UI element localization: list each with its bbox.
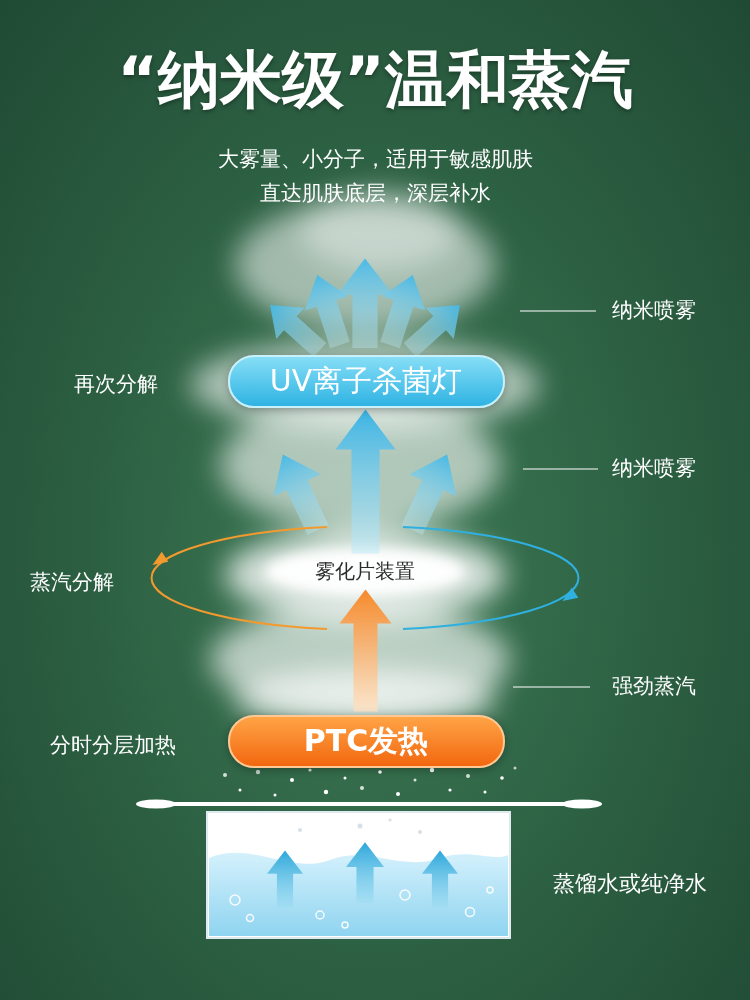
water-tank	[418, 830, 422, 834]
mist-core	[265, 548, 465, 596]
heat-sparkles	[514, 767, 517, 770]
node-text: UV离子杀菌灯	[270, 361, 462, 402]
node-text: PTC发热	[304, 721, 428, 762]
water-tank	[298, 828, 302, 832]
heat-sparkles	[484, 791, 487, 794]
callout-label: 纳米喷雾	[612, 298, 696, 323]
spray-arrows	[259, 444, 341, 541]
heat-sparkles	[308, 768, 311, 771]
heat-sparkles	[290, 778, 294, 782]
water-tank	[230, 895, 240, 905]
heat-sparkles	[223, 773, 227, 777]
water-tank	[136, 800, 602, 939]
flow-arrow	[336, 410, 396, 554]
mist-core	[265, 548, 465, 596]
callout-label: 蒸汽分解	[30, 570, 114, 595]
heat-sparkles	[239, 789, 242, 792]
water-tank	[346, 842, 384, 903]
water-tank	[487, 887, 493, 893]
heat-sparkles	[414, 779, 417, 782]
water-tank	[400, 890, 410, 900]
water-tank	[247, 915, 254, 922]
title-text: “纳米级”温和蒸汽	[117, 38, 633, 122]
node-text: 雾化片装置	[315, 558, 415, 585]
heat-sparkles	[396, 792, 400, 796]
callout-label: 纳米喷雾	[612, 456, 696, 481]
cycle-ring	[403, 527, 578, 629]
water-tank	[150, 802, 590, 806]
water-tank	[136, 800, 176, 809]
water-tank	[316, 911, 324, 919]
cycle-ring	[149, 552, 168, 570]
water-tank	[422, 850, 458, 908]
water-tank	[298, 818, 422, 834]
heat-sparkles	[448, 788, 451, 791]
heat-sparkles	[274, 794, 277, 797]
water-tank	[342, 922, 348, 928]
callout-label: 再次分解	[74, 372, 158, 397]
water-tank	[207, 812, 510, 938]
spray-arrows	[388, 444, 470, 541]
leader-lines	[513, 686, 590, 687]
heat-sparkles	[344, 777, 347, 780]
water-tank	[388, 818, 391, 821]
heat-sparkles	[430, 768, 434, 772]
water-tank	[562, 800, 602, 809]
water-tank	[358, 824, 363, 829]
heat-sparkles	[378, 770, 382, 774]
leader-lines	[513, 311, 598, 687]
atomizer-label-node: 雾化片装置	[311, 556, 419, 587]
uv-lamp-box: UV离子杀菌灯	[228, 355, 505, 408]
leader-lines	[523, 468, 598, 469]
water-tank	[267, 850, 303, 908]
leader-lines	[520, 310, 596, 311]
steam-cloud	[190, 190, 540, 730]
callout-label: 蒸馏水或纯净水	[553, 871, 707, 897]
heat-sparkles	[500, 776, 504, 780]
cycle-ring	[152, 527, 327, 629]
water-tank	[267, 842, 458, 908]
heat-sparkles	[360, 786, 364, 790]
cycle-ring	[559, 588, 578, 606]
water-tank	[466, 908, 475, 917]
subtitle-text: 直达肌肤底层，深层补水	[260, 181, 491, 206]
heat-sparkles	[466, 774, 470, 778]
callout-label: 分时分层加热	[50, 733, 176, 758]
ptc-heater-box: PTC发热	[228, 715, 505, 768]
heat-sparkles	[256, 770, 260, 774]
callout-label: 强劲蒸汽	[612, 674, 696, 699]
flow-arrow	[340, 590, 392, 712]
subtitle-text: 大雾量、小分子，适用于敏感肌肤	[218, 147, 533, 172]
heat-sparkles	[324, 790, 328, 794]
